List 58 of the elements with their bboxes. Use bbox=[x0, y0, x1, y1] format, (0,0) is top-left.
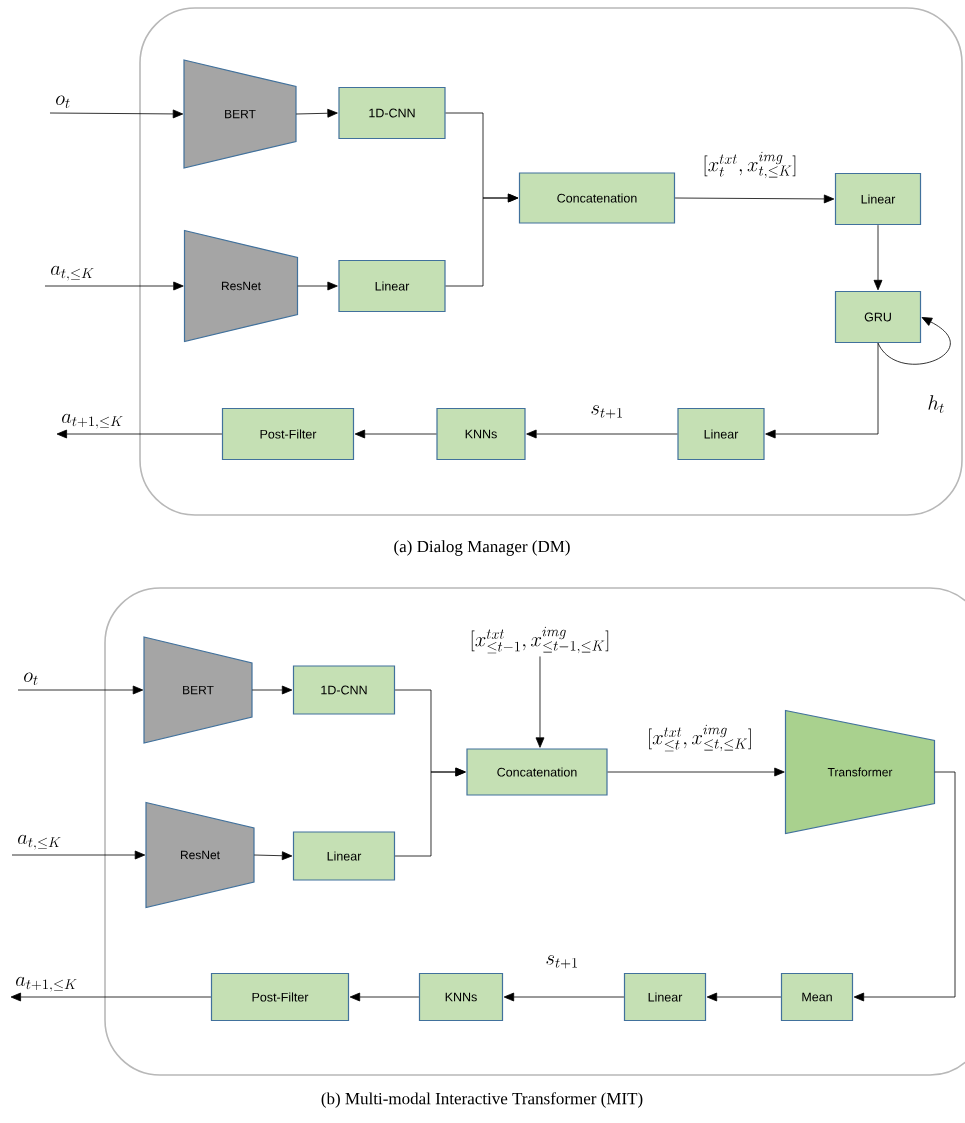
arrow bbox=[251, 685, 293, 695]
arrow bbox=[44, 281, 184, 291]
arrow bbox=[445, 193, 519, 287]
arrow bbox=[11, 850, 146, 860]
signal-label: $a_{t+1,\leq K}$ bbox=[62, 413, 123, 429]
signal-label: $o_t$ bbox=[56, 95, 70, 108]
arrow bbox=[297, 281, 338, 291]
encoder-trapezoid: ResNet bbox=[183, 229, 299, 343]
arrow bbox=[253, 851, 293, 861]
arrow bbox=[17, 685, 144, 695]
caption: (b) Multi-modal Interactive Transformer (MIT) bbox=[321, 1092, 643, 1108]
process-box: Post-Filter bbox=[221, 407, 355, 461]
process-box: Concatenation bbox=[518, 172, 676, 224]
arrow bbox=[349, 992, 420, 1002]
arrow bbox=[853, 771, 956, 1002]
edge-label: $[x_t^{txt}, x_{t,\leq K}^{img}]$ bbox=[701, 150, 799, 180]
arrow bbox=[503, 992, 625, 1002]
signal-label: $a_{t+1,\leq K}$ bbox=[16, 976, 77, 992]
arrow bbox=[765, 342, 879, 439]
arrow bbox=[56, 429, 223, 439]
caption: (a) Dialog Manager (DM) bbox=[394, 540, 570, 556]
process-box: Linear bbox=[338, 259, 446, 313]
signal-label: $o_t$ bbox=[24, 672, 38, 685]
process-box: KNNs bbox=[418, 972, 504, 1022]
process-box: Post-Filter bbox=[210, 972, 350, 1022]
process-box: Concatenation bbox=[466, 748, 608, 796]
process-box: Mean bbox=[780, 972, 854, 1022]
arrow bbox=[10, 992, 212, 1002]
arrow bbox=[873, 224, 883, 291]
signal-label: $a_{t,\leq K}$ bbox=[51, 265, 94, 281]
process-box: Linear bbox=[292, 831, 396, 881]
edge-label: $s_{t+1}$ bbox=[589, 404, 625, 420]
arrow bbox=[877, 317, 951, 365]
process-box: 1D-CNN bbox=[338, 86, 446, 140]
arrow bbox=[607, 767, 785, 777]
encoder-trapezoid: BERT bbox=[143, 636, 253, 744]
process-box: 1D-CNN bbox=[292, 665, 396, 715]
encoder-trapezoid: Transformer bbox=[784, 709, 936, 835]
arrow bbox=[535, 656, 545, 748]
arrow bbox=[394, 767, 466, 857]
arrow bbox=[354, 429, 437, 439]
process-box: Linear bbox=[623, 972, 707, 1022]
edge-label: $s_{t+1}$ bbox=[544, 954, 580, 970]
edge-label: $[x_{\leq t}^{txt}, x_{\leq t,\leq K}^{img}]$ bbox=[645, 723, 755, 753]
arrow bbox=[674, 194, 835, 204]
signal-label: $[x_{\leq t-1}^{txt}, x_{\leq t-1,\leq K}^{img}]$ bbox=[471, 626, 609, 654]
encoder-trapezoid: ResNet bbox=[145, 801, 255, 909]
encoder-trapezoid: BERT bbox=[183, 59, 297, 169]
process-box: Linear bbox=[834, 172, 922, 226]
arrow bbox=[526, 429, 678, 439]
arrow bbox=[295, 108, 338, 118]
arrow bbox=[49, 109, 184, 119]
process-box: GRU bbox=[834, 290, 922, 344]
edge-label: $h_t$ bbox=[926, 394, 946, 414]
process-box: KNNs bbox=[436, 407, 526, 461]
process-box: Linear bbox=[677, 407, 765, 461]
signal-label: $a_{t,\leq K}$ bbox=[18, 834, 61, 850]
arrow bbox=[706, 992, 782, 1002]
